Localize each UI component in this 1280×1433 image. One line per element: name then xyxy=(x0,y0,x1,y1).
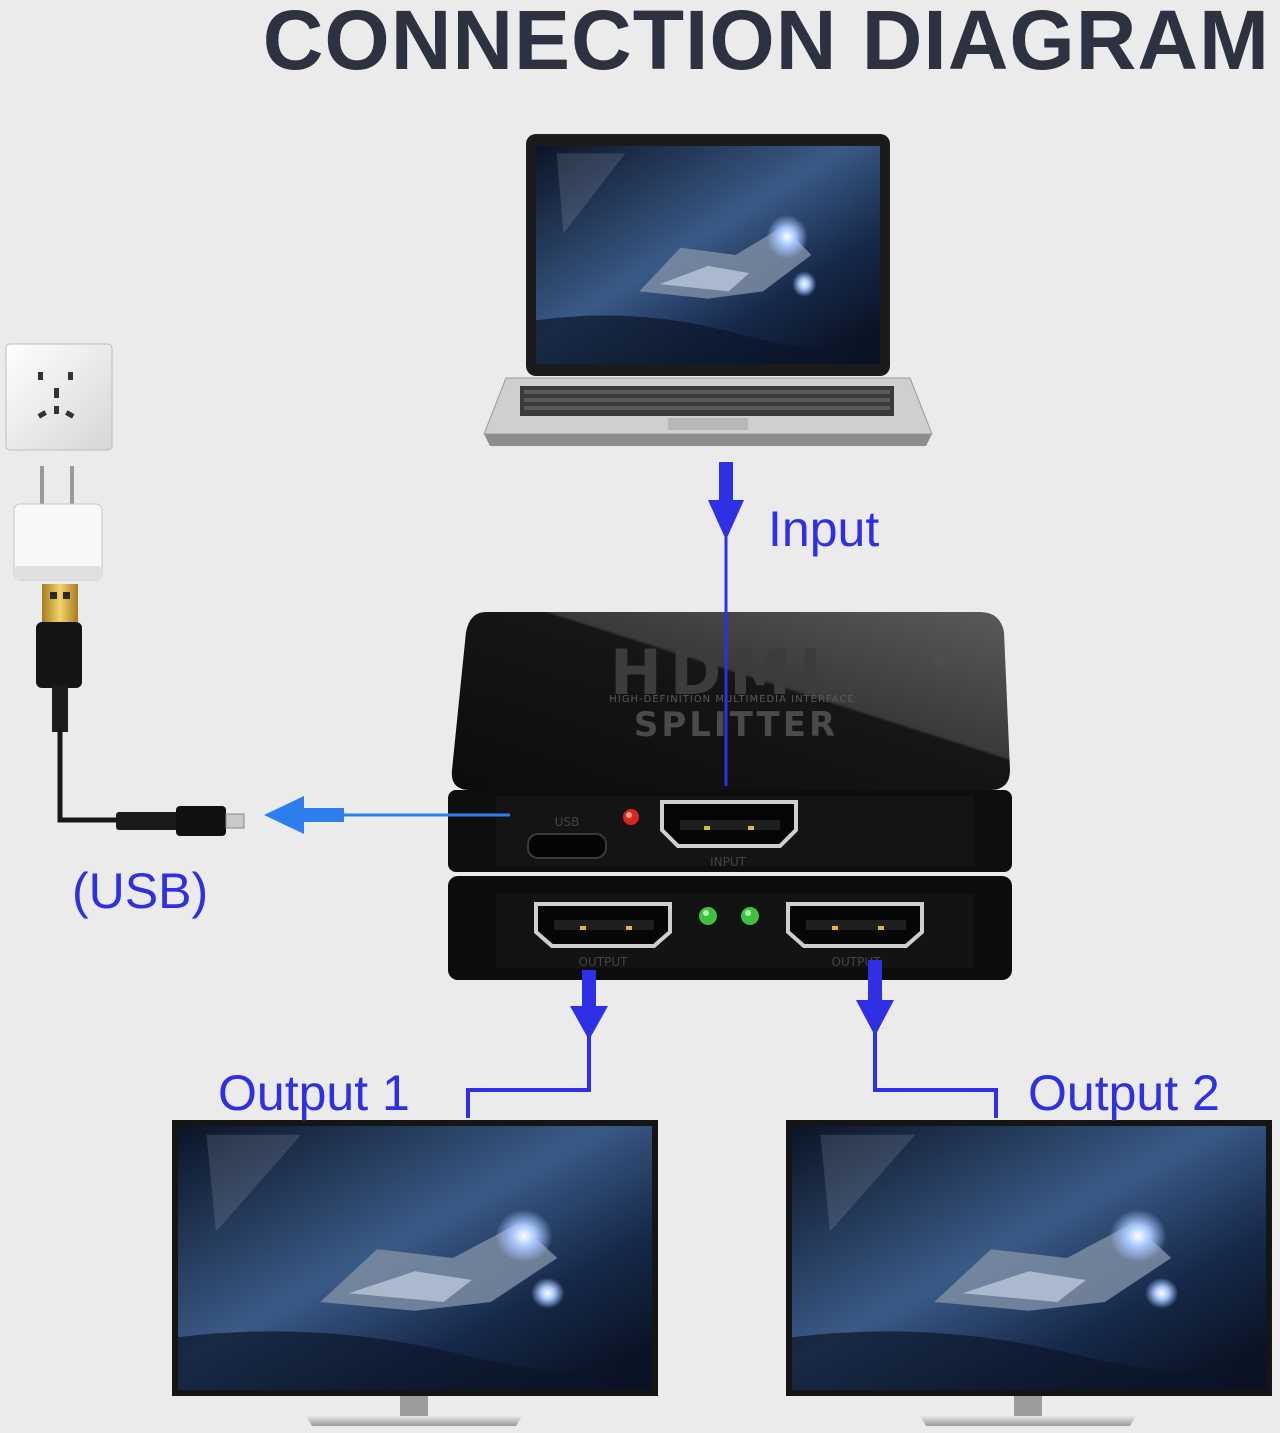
tv-icon xyxy=(172,1120,658,1426)
output2-label: Output 2 xyxy=(1028,1065,1220,1121)
laptop-icon xyxy=(483,134,933,446)
input-port-label: INPUT xyxy=(710,855,747,869)
output1-port-label: OUTPUT xyxy=(579,955,629,969)
usb-arrow xyxy=(264,796,510,834)
device-name: SPLITTER xyxy=(634,705,838,745)
hdmi-logo-mark: ® xyxy=(932,654,946,670)
hdmi-port-icon xyxy=(786,902,924,948)
diagram-title: CONNECTION DIAGRAM xyxy=(262,0,1270,87)
device-tagline: HIGH-DEFINITION MULTIMEDIA INTERFACE xyxy=(609,694,855,705)
hdmi-splitter: HDMI ® HIGH-DEFINITION MULTIMEDIA INTERF… xyxy=(448,612,1012,980)
input-label: Input xyxy=(768,501,880,557)
output1-arrow xyxy=(466,970,608,1118)
wall-outlet-icon xyxy=(5,343,113,451)
tv-icon xyxy=(786,1120,1272,1426)
hdmi-logo: HDMI xyxy=(610,636,830,709)
usb-port-label: USB xyxy=(555,815,580,829)
power-adapter-icon xyxy=(13,466,103,581)
input-arrow xyxy=(708,462,744,786)
output1-led xyxy=(699,907,717,925)
usb-port xyxy=(527,833,607,859)
output2-arrow xyxy=(856,960,998,1118)
output1-label: Output 1 xyxy=(218,1065,410,1121)
usb-cable-icon xyxy=(36,584,245,836)
hdmi-port-icon xyxy=(660,800,798,848)
hdmi-port-icon xyxy=(534,902,672,948)
usb-label: (USB) xyxy=(72,863,209,919)
output2-led xyxy=(741,907,759,925)
